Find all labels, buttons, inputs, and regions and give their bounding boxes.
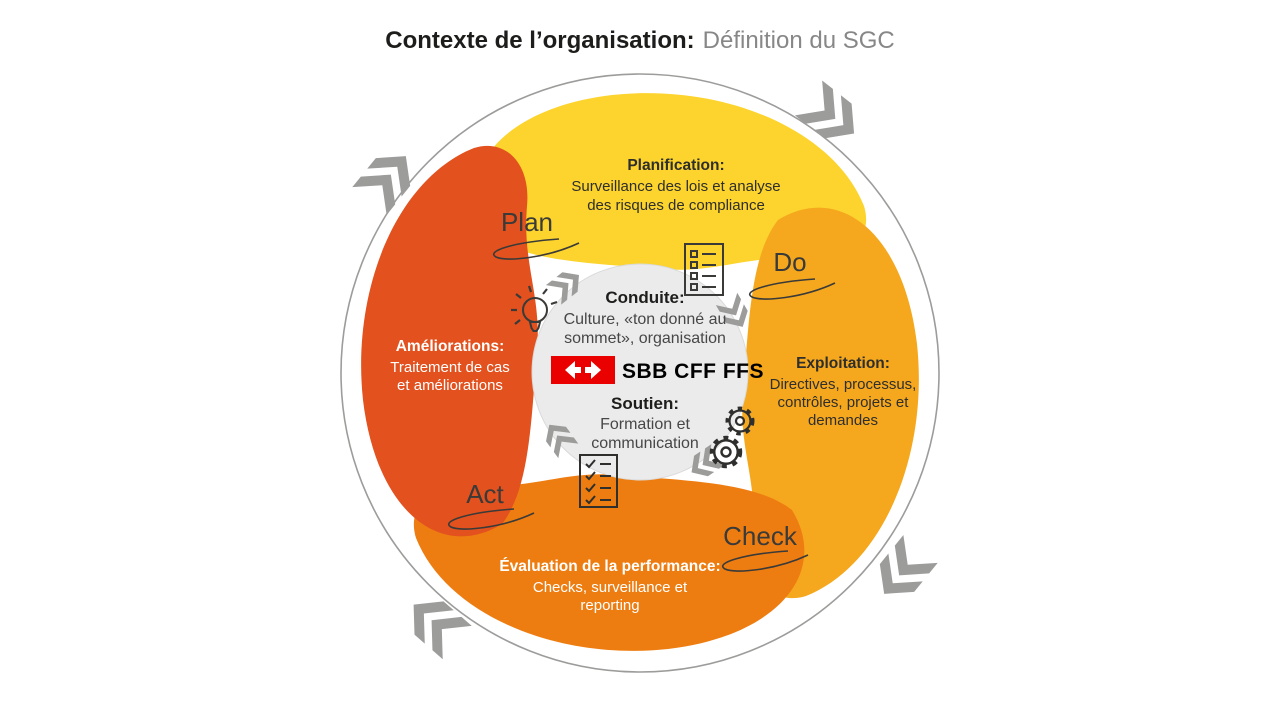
sbb-logo-text: SBB CFF FFS bbox=[622, 360, 764, 383]
petal-ameliorations-text: Améliorations: Traitement de cas et amél… bbox=[390, 338, 510, 394]
planification-heading: Planification: bbox=[627, 157, 724, 174]
exploitation-line: contrôles, projets et bbox=[778, 394, 910, 411]
ameliorations-heading: Améliorations: bbox=[396, 338, 505, 355]
gears-icon bbox=[709, 406, 755, 469]
ameliorations-line: Traitement de cas bbox=[390, 359, 510, 376]
sbb-logo: SBB CFF FFS bbox=[551, 356, 764, 384]
evaluation-line: Checks, surveillance et bbox=[533, 579, 688, 596]
step-label-plan: Plan bbox=[501, 207, 553, 237]
page-title-gray: Définition du SGC bbox=[703, 27, 895, 54]
soutien-heading: Soutien: bbox=[611, 394, 679, 413]
conduite-line: sommet», organisation bbox=[564, 330, 726, 347]
petal-exploitation-text: Exploitation: Directives, processus, con… bbox=[770, 355, 917, 429]
page-title-bold: Contexte de l’organisation: bbox=[385, 27, 694, 54]
checked-list-icon bbox=[579, 454, 618, 508]
checklist-icon bbox=[684, 243, 724, 296]
planification-line: Surveillance des lois et analyse bbox=[571, 178, 780, 195]
conduite-heading: Conduite: bbox=[605, 288, 684, 307]
center-text: Conduite: Culture, «ton donné au sommet»… bbox=[564, 288, 727, 452]
petal-planification-text: Planification: Surveillance des lois et … bbox=[571, 157, 780, 214]
step-label-do: Do bbox=[773, 247, 806, 277]
exploitation-heading: Exploitation: bbox=[796, 355, 890, 372]
outer-rotation-chevron-arrows-icon-bottom-left bbox=[399, 587, 472, 660]
soutien-line: communication bbox=[591, 435, 699, 452]
exploitation-line: demandes bbox=[808, 412, 878, 429]
ameliorations-line: et améliorations bbox=[397, 377, 503, 394]
evaluation-heading: Évaluation de la performance: bbox=[499, 558, 720, 575]
soutien-line: Formation et bbox=[600, 416, 690, 433]
outer-rotation-chevron-arrows-icon-bottom-right bbox=[866, 535, 938, 608]
conduite-line: Culture, «ton donné au bbox=[564, 311, 727, 328]
outer-cycle-circle bbox=[340, 73, 940, 673]
sbb-logo-flag bbox=[551, 356, 615, 384]
step-label-check: Check bbox=[723, 521, 798, 551]
planification-line: des risques de compliance bbox=[587, 197, 765, 214]
exploitation-line: Directives, processus, bbox=[770, 376, 917, 393]
lightbulb-icon bbox=[511, 285, 558, 332]
page-title: Contexte de l’organisation: Définition du… bbox=[385, 27, 894, 54]
center-circle bbox=[531, 263, 749, 481]
sbb-double-arrow-icon bbox=[565, 361, 601, 379]
evaluation-line: reporting bbox=[580, 597, 639, 614]
step-label-act: Act bbox=[466, 479, 504, 509]
petal-evaluation-text: Évaluation de la performance: Checks, su… bbox=[499, 558, 720, 614]
